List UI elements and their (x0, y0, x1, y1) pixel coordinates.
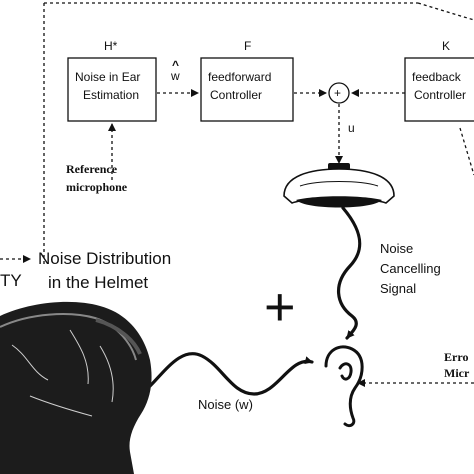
noise-estimation-line2: Estimation (83, 88, 140, 102)
feedforward-line2: Controller (210, 88, 263, 102)
sum-sign: + (334, 86, 342, 100)
sum-plus-sign: + (264, 277, 296, 337)
helmet-head-icon (0, 301, 152, 474)
w-hat-caret: ^ (172, 58, 180, 72)
noise-wave (148, 352, 314, 396)
cancel-label-line3: Signal (380, 281, 417, 296)
speaker-icon (283, 163, 395, 208)
noise-estimation-block (67, 57, 157, 122)
feedback-line1: feedback (412, 70, 461, 84)
error-mic-line2: Micr (444, 366, 470, 380)
noise-estimation-line1: Noise in Ear (75, 70, 141, 84)
noise-estimation-symbol: H* (104, 39, 118, 53)
cancel-label-line2: Cancelling (380, 261, 441, 276)
w-hat-letter: w (171, 69, 180, 83)
feedback-block (404, 57, 474, 122)
cancel-label-line1: Noise (380, 241, 414, 256)
reference-mic-line2: microphone (66, 180, 128, 194)
top-loop-lines (44, 2, 474, 21)
line-feedback-right (459, 127, 474, 176)
noise-dist-prefix: TY (0, 271, 22, 290)
signal-arrows (0, 3, 474, 387)
feedback-line2: Controller (414, 88, 467, 102)
feedback-symbol: K (442, 39, 451, 53)
ear-icon (324, 345, 364, 428)
cancelling-signal-wave (336, 206, 362, 340)
noise-dist-line1: Noise Distribution (38, 249, 172, 268)
error-mic-line1: Erro (444, 350, 469, 364)
sum-junction-icon (328, 82, 350, 104)
u-signal-label: u (348, 121, 355, 135)
reference-mic-line1: Reference (66, 162, 118, 176)
noise-w-label: Noise (w) (198, 397, 253, 412)
noise-dist-line2: in the Helmet (48, 273, 149, 292)
feedforward-line1: feedforward (208, 70, 272, 84)
feedforward-symbol: F (244, 39, 252, 53)
feedforward-block (200, 57, 294, 122)
